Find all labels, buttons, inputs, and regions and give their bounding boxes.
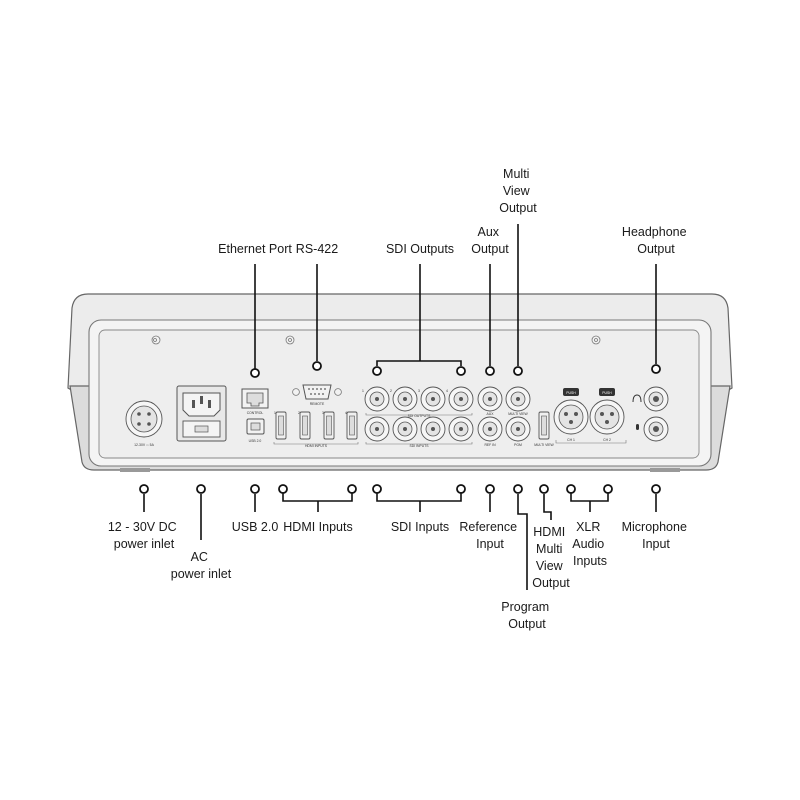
dc-power-connector: 12-30V ⎓ 5A bbox=[125, 400, 163, 447]
rs422-connector: REMOTE bbox=[292, 384, 342, 406]
headphone-jack bbox=[632, 386, 669, 412]
svg-text:1: 1 bbox=[362, 389, 364, 393]
aux-ref-group: AUX MULTI VIEW REF IN PGM bbox=[477, 386, 531, 447]
label-sdi-inputs: SDI Inputs bbox=[391, 520, 449, 534]
hdmi-inputs-group: 1 2 3 4 HDMI INPUTS bbox=[273, 411, 359, 448]
svg-text:3: 3 bbox=[322, 411, 324, 415]
push-label-1: PUSH bbox=[566, 391, 576, 395]
push-label-2: PUSH bbox=[602, 391, 612, 395]
ch2-panel-label: CH 2 bbox=[603, 438, 611, 442]
sdi-inputs-panel-label: SDI INPUTS bbox=[409, 444, 429, 448]
hdmi-multiview-connector: MULTI VIEW bbox=[534, 411, 555, 447]
label-usb: USB 2.0 bbox=[232, 520, 279, 534]
label-reference-input: Reference Input bbox=[459, 520, 520, 551]
hdmi-inputs-panel-label: HDMI INPUTS bbox=[305, 444, 328, 448]
ac-power-connector bbox=[176, 385, 227, 442]
refin-panel-label: REF IN bbox=[484, 443, 496, 447]
sdi-outputs-group: 1 2 3 4 SDI OUTPUTS bbox=[362, 386, 474, 418]
label-xlr-audio-inputs: XLR Audio Inputs bbox=[572, 520, 607, 568]
label-dc-power-inlet: 12 - 30V DC power inlet bbox=[108, 520, 180, 551]
label-microphone-input: Microphone Input bbox=[622, 520, 691, 551]
label-aux-output: Aux Output bbox=[471, 225, 509, 256]
microphone-jack bbox=[636, 416, 669, 442]
multiview-hdmi-panel-label: MULTI VIEW bbox=[534, 443, 554, 447]
label-ethernet-port: Ethernet Port bbox=[218, 242, 292, 256]
label-rs422: RS-422 bbox=[296, 242, 338, 256]
device-rear-view: 12-30V ⎓ 5A CONTROL USB 2.0 bbox=[67, 293, 733, 472]
label-hdmi-inputs: HDMI Inputs bbox=[283, 520, 352, 534]
aux-panel-label: AUX bbox=[487, 412, 495, 416]
svg-text:4: 4 bbox=[345, 411, 347, 415]
callout-lines bbox=[143, 224, 657, 590]
ethernet-connector: CONTROL bbox=[241, 388, 269, 415]
device-foot-right bbox=[650, 468, 680, 472]
svg-text:2: 2 bbox=[298, 411, 300, 415]
svg-text:4: 4 bbox=[446, 389, 448, 393]
label-ac-power-inlet: AC power inlet bbox=[171, 550, 232, 581]
label-headphone-output: Headphone Output bbox=[622, 225, 690, 256]
callout-labels: Ethernet Port RS-422 SDI Outputs Aux Out… bbox=[108, 167, 691, 631]
label-sdi-outputs: SDI Outputs bbox=[386, 242, 454, 256]
ch1-panel-label: CH 1 bbox=[567, 438, 575, 442]
dc-panel-label: 12-30V ⎓ 5A bbox=[134, 443, 154, 447]
multiview-panel-label: MULTI VIEW bbox=[508, 412, 528, 416]
microphone-icon bbox=[636, 424, 639, 430]
device-foot-left bbox=[120, 468, 150, 472]
pgm-panel-label: PGM bbox=[514, 443, 522, 447]
xlr-inputs-group: PUSH CH 1 PUSH CH 2 bbox=[553, 388, 627, 444]
label-multiview-output: Multi View Output bbox=[499, 167, 537, 215]
usb-connector: USB 2.0 bbox=[246, 418, 265, 443]
control-panel-label: CONTROL bbox=[247, 411, 264, 415]
remote-panel-label: REMOTE bbox=[310, 402, 325, 406]
svg-text:3: 3 bbox=[418, 389, 420, 393]
sdi-outputs-panel-label: SDI OUTPUTS bbox=[408, 414, 432, 418]
usb-panel-label: USB 2.0 bbox=[249, 439, 262, 443]
svg-text:2: 2 bbox=[390, 389, 392, 393]
sdi-inputs-group: SDI INPUTS bbox=[364, 416, 474, 448]
label-hdmi-multiview-output: HDMI Multi View Output bbox=[532, 525, 570, 590]
label-program-output: Program Output bbox=[501, 600, 552, 631]
svg-text:1: 1 bbox=[274, 411, 276, 415]
callout-markers bbox=[139, 361, 661, 494]
headphone-icon bbox=[632, 394, 642, 403]
